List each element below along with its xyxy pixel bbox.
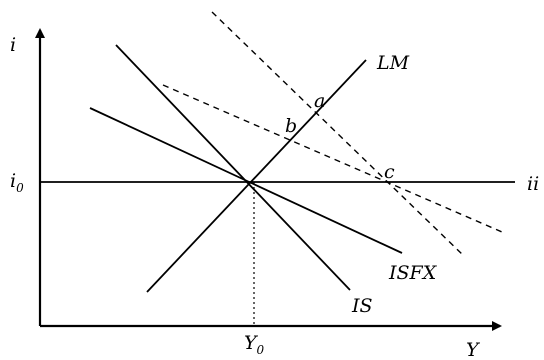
lm-curve [146, 59, 367, 293]
point-a-label: a [314, 90, 325, 112]
is-curve [115, 44, 351, 291]
x-axis-label: Y [466, 339, 481, 360]
lm-label: LM [376, 52, 410, 74]
point-c-label: c [384, 161, 395, 183]
y0-tick-label: Y0 [244, 332, 265, 357]
isfx-label: ISFX [388, 262, 438, 284]
shifted-isfx-dashed-curve [162, 84, 503, 233]
y-axis-label: i [10, 34, 16, 56]
ii-label: ii [527, 173, 539, 195]
point-b-label: b [285, 115, 297, 137]
shifted-is-dashed-curve [211, 11, 465, 257]
i0-tick-label: i0 [10, 170, 24, 195]
isfx-curve [89, 107, 403, 254]
is-label: IS [351, 295, 373, 317]
